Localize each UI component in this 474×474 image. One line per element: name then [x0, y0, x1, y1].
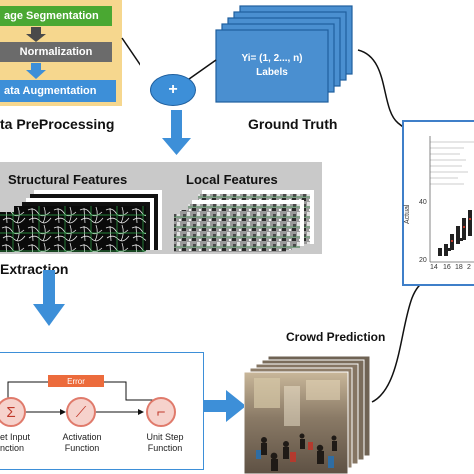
- result-plot-ytick-20: 20: [419, 257, 427, 264]
- ground-truth-cards: [215, 5, 353, 103]
- network-connections: [7, 381, 161, 415]
- labels-formula: Yi= (1, 2..., n): [241, 53, 303, 64]
- activation-node[interactable]: ⟋: [66, 397, 96, 427]
- result-plot-xtick: 2: [467, 264, 471, 271]
- preprocessing-arrows: [26, 27, 140, 79]
- activation-label: Activation Function: [62, 432, 102, 453]
- arrow-down-icon: [26, 63, 46, 79]
- normalization-label: Normalization: [19, 46, 93, 58]
- ground-truth-title: Ground Truth: [248, 116, 338, 132]
- unit-step-label: Unit Step Function: [146, 432, 184, 453]
- data-augmentation-step[interactable]: ata Augmentation: [0, 80, 116, 102]
- error-box[interactable]: Error: [48, 375, 104, 387]
- crowd-prediction-title: Crowd Prediction: [286, 330, 386, 344]
- error-label: Error: [67, 376, 85, 386]
- normalization-step[interactable]: Normalization: [0, 42, 112, 62]
- ground-truth-card[interactable]: Yi= (1, 2..., n) Labels: [216, 30, 328, 102]
- local-feature-maps: [174, 190, 314, 252]
- result-plot-ytick-40: 40: [419, 199, 427, 206]
- unit-step-node[interactable]: ⌐: [146, 397, 176, 427]
- arrow-down-icon: [33, 304, 65, 326]
- result-plot-xtick: 18: [455, 264, 463, 271]
- sigmoid-icon: ⟋: [75, 403, 87, 421]
- plus-icon: +: [168, 81, 178, 98]
- arrow-down-icon: [162, 138, 191, 155]
- result-plot-xtick: 16: [443, 264, 451, 271]
- labels-text: Labels: [256, 67, 288, 78]
- arrow-to-result: [371, 276, 430, 403]
- data-augmentation-label: ata Augmentation: [4, 85, 97, 97]
- image-segmentation-label: age Segmentation: [4, 10, 99, 22]
- crowd-prediction-images[interactable]: [244, 352, 374, 474]
- arrow-down-icon: [26, 27, 46, 42]
- structural-feature-maps: [0, 190, 162, 252]
- arrow-right-icon: [226, 390, 246, 422]
- result-plot-panel[interactable]: [402, 120, 474, 286]
- preprocessing-title: ta PreProcessing: [0, 116, 115, 132]
- result-plot: [429, 136, 474, 263]
- net-input-node[interactable]: Σ: [0, 397, 26, 427]
- arrow-to-network: [33, 270, 65, 326]
- step-icon: ⌐: [156, 403, 166, 421]
- local-features-title: Local Features: [186, 172, 278, 187]
- arrow-to-prediction: [204, 390, 246, 422]
- sigma-icon: Σ: [6, 403, 16, 421]
- combiner-node[interactable]: +: [150, 74, 196, 106]
- result-plot-xtick: 14: [430, 264, 438, 271]
- result-plot-ylabel: Actual: [404, 204, 411, 224]
- net-input-label: et Input nction: [0, 432, 31, 453]
- image-segmentation-step[interactable]: age Segmentation: [0, 6, 112, 26]
- structural-features-title: Structural Features: [8, 172, 128, 187]
